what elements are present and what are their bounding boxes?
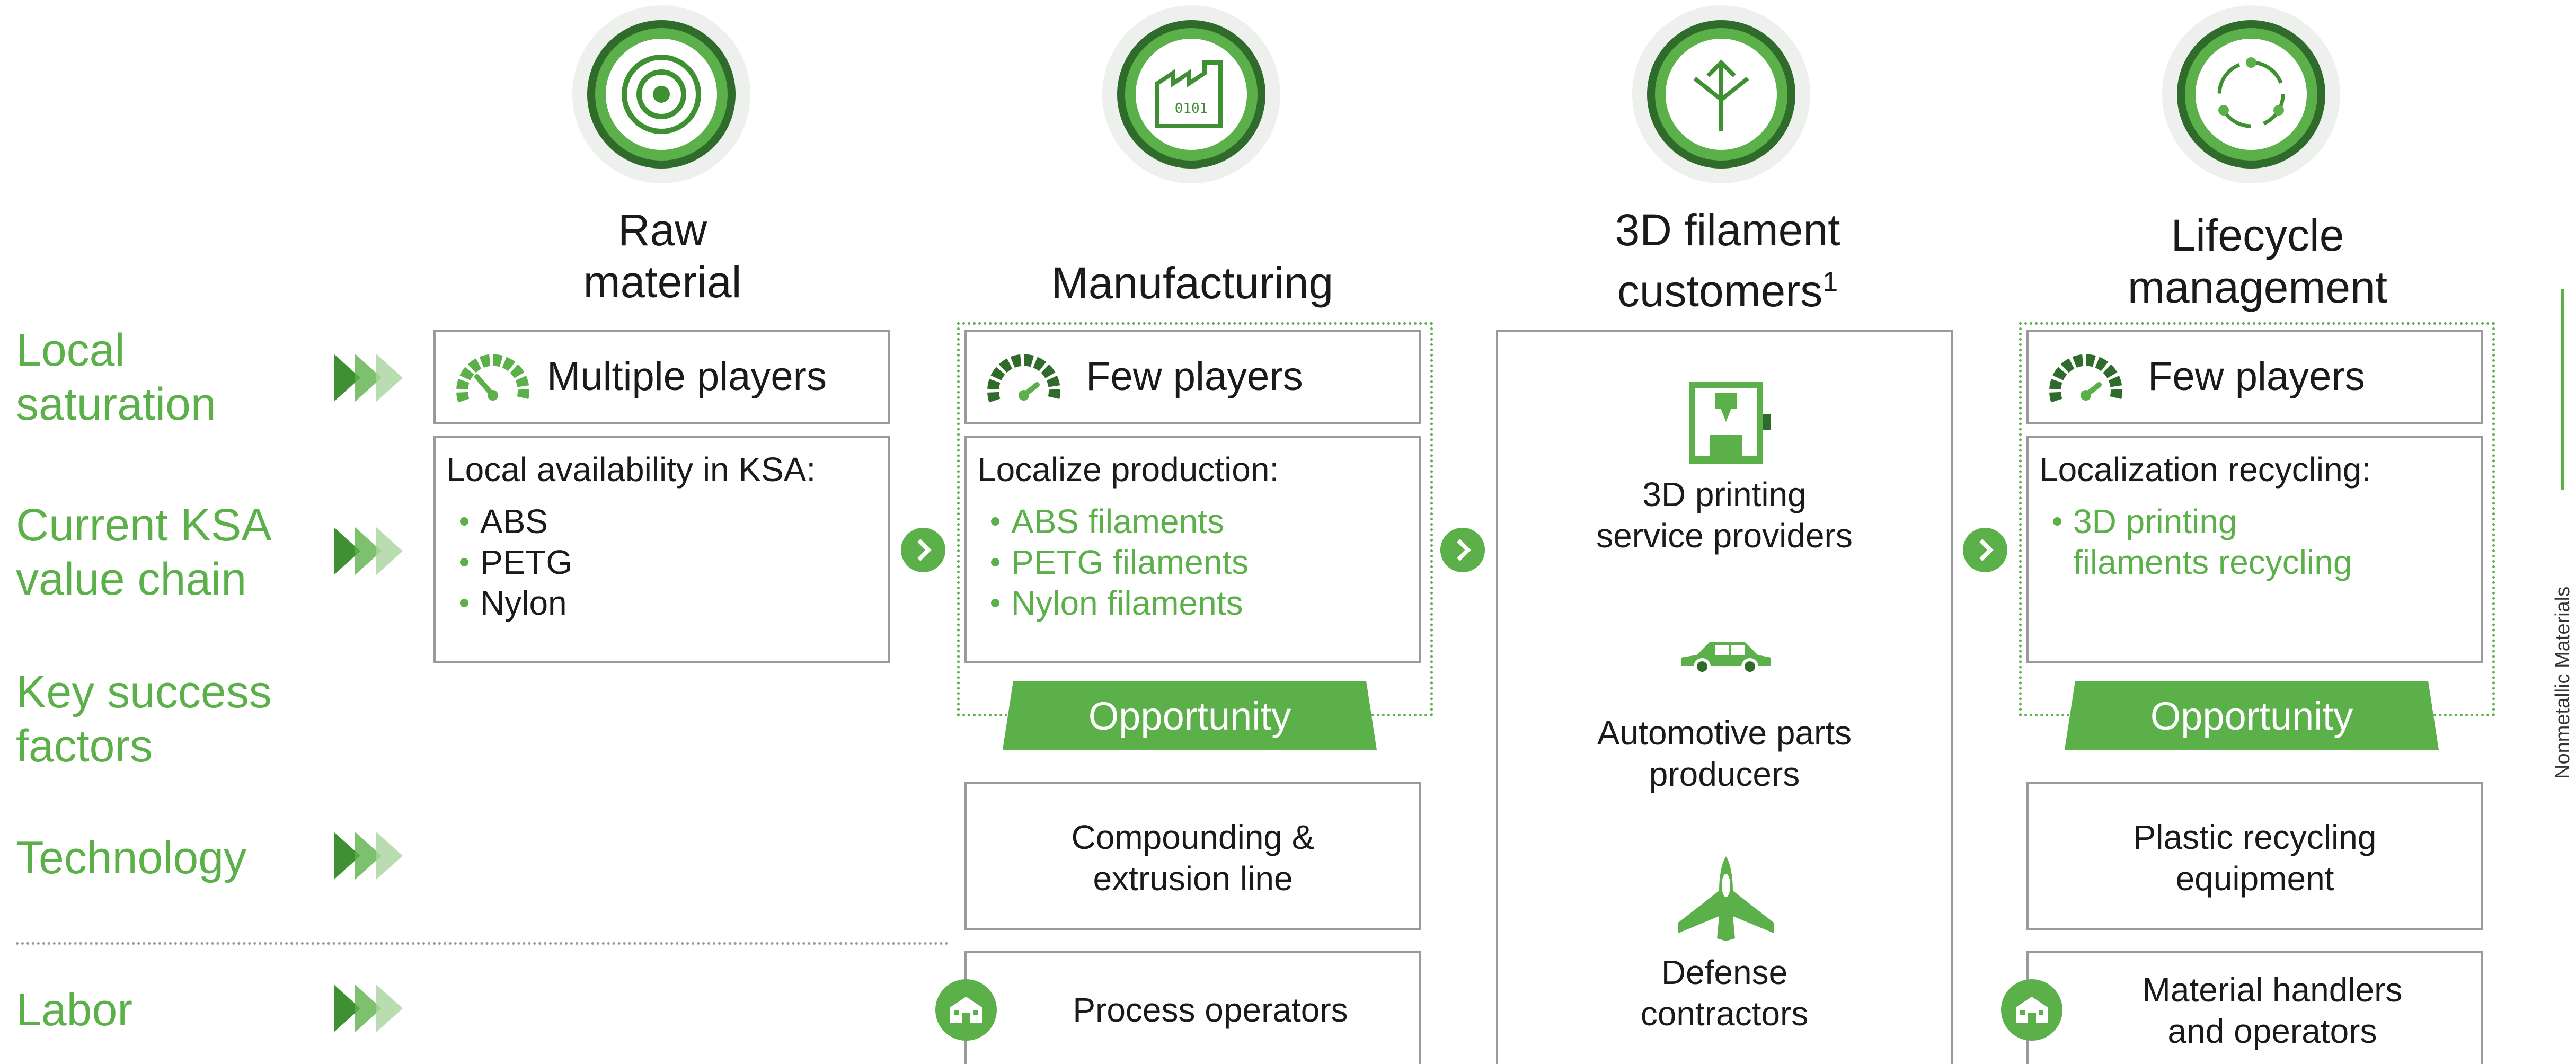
footnote-marker: 1 [1822,267,1838,297]
target-icon [572,5,750,183]
arrow-right-icon [1963,528,2007,572]
arrow-right-icon [901,528,945,572]
lifecycle-opportunity-banner: Opportunity [2065,681,2439,750]
gauge-icon [2049,354,2122,403]
list-item: PETG filaments [988,542,1249,583]
jet-icon [1678,856,1774,941]
lifecycle-list-title: Localization recycling: [2039,450,2371,489]
raw-material-players-text: Multiple players [547,354,827,399]
lifecycle-labor-box: Material handlers and operators [2026,951,2483,1064]
row-label-current-value-chain: Current KSA value chain [16,500,272,605]
row-label-technology: Technology [16,832,247,883]
manufacturing-list: ABS filaments PETG filaments Nylon filam… [988,501,1249,624]
column-header-customers: 3D filament customers1 [1563,204,1892,317]
row-label-local-saturation: Local saturation [16,325,216,430]
column-header-lifecycle: Lifecycle management [2127,210,2388,312]
lifecycle-list-box: Localization recycling: 3D printing fila… [2026,436,2483,663]
column-header-manufacturing: Manufacturing [1051,258,1334,308]
manufacturing-technology-text: Compounding & extrusion line [1071,818,1315,898]
column-header-customers-line1: 3D filament [1615,205,1840,255]
list-item: Nylon [457,583,572,624]
column-header-customers-line2: customers [1617,266,1823,316]
factory-icon: 0101 [1102,5,1280,183]
customer-label-3d-printing: 3D printing service providers [1596,475,1853,555]
chevron-marker-icon [334,832,403,880]
lifecycle-players-box: Few players [2026,330,2483,424]
chevron-marker-icon [334,985,403,1032]
row-divider [16,942,949,945]
lifecycle-players-text: Few players [2148,354,2365,399]
manufacturing-technology-box: Compounding & extrusion line [964,782,1421,930]
school-icon [2001,979,2062,1041]
chevron-marker-icon [334,527,403,575]
customer-label-defense: Defense contractors [1640,953,1809,1033]
chevron-marker-icon [334,354,403,402]
manufacturing-labor-box: Process operators [964,951,1421,1064]
manufacturing-list-title: Localize production: [977,450,1279,489]
list-item: 3D printing filaments recycling [2050,501,2352,583]
lifecycle-labor-text: Material handlers and operators [2142,971,2403,1050]
customer-label-automotive: Automotive parts producers [1597,714,1852,793]
customers-box: 3D printing service providers Automotive… [1496,330,1953,1064]
list-item: Nylon filaments [988,583,1249,624]
manufacturing-list-box: Localize production: ABS filaments PETG … [964,436,1421,663]
opportunity-banner-shape [2065,681,2439,750]
raw-material-list: ABS PETG Nylon [457,501,572,624]
raw-material-list-box: Local availability in KSA: ABS PETG Nylo… [433,436,890,663]
gauge-icon [456,354,529,403]
manufacturing-players-text: Few players [1086,354,1303,399]
column-header-raw-material: Raw material [583,205,742,307]
car-icon [1681,642,1771,675]
lifecycle-technology-text: Plastic recycling equipment [2133,818,2377,898]
lifecycle-technology-box: Plastic recycling equipment [2026,782,2483,930]
opportunity-label: Opportunity [1088,694,1291,738]
row-label-key-success-factors: Key success factors [16,667,272,772]
gauge-icon [987,354,1060,403]
manufacturing-opportunity-banner: Opportunity [1003,681,1377,750]
side-label: Nonmetallic Materials [2552,586,2574,779]
manufacturing-labor-text: Process operators [1073,991,1348,1029]
list-item: ABS filaments [988,501,1249,542]
school-icon [935,979,997,1041]
raw-material-players-box: Multiple players [433,330,890,424]
side-accent-line [2561,289,2564,490]
list-item: ABS [457,501,572,542]
opportunity-banner-shape [1003,681,1377,750]
opportunity-label: Opportunity [2150,694,2353,738]
3d-printer-icon [1689,382,1771,464]
arrow-right-icon [1440,528,1485,572]
list-item: PETG [457,542,572,583]
svg-text:0101: 0101 [1175,101,1208,117]
manufacturing-players-box: Few players [964,330,1421,424]
recycle-icon [2162,5,2340,183]
raw-material-list-title: Local availability in KSA: [446,450,816,489]
row-label-labor: Labor [16,985,132,1035]
split-arrows-icon [1632,5,1810,183]
lifecycle-list: 3D printing filaments recycling [2050,501,2352,583]
